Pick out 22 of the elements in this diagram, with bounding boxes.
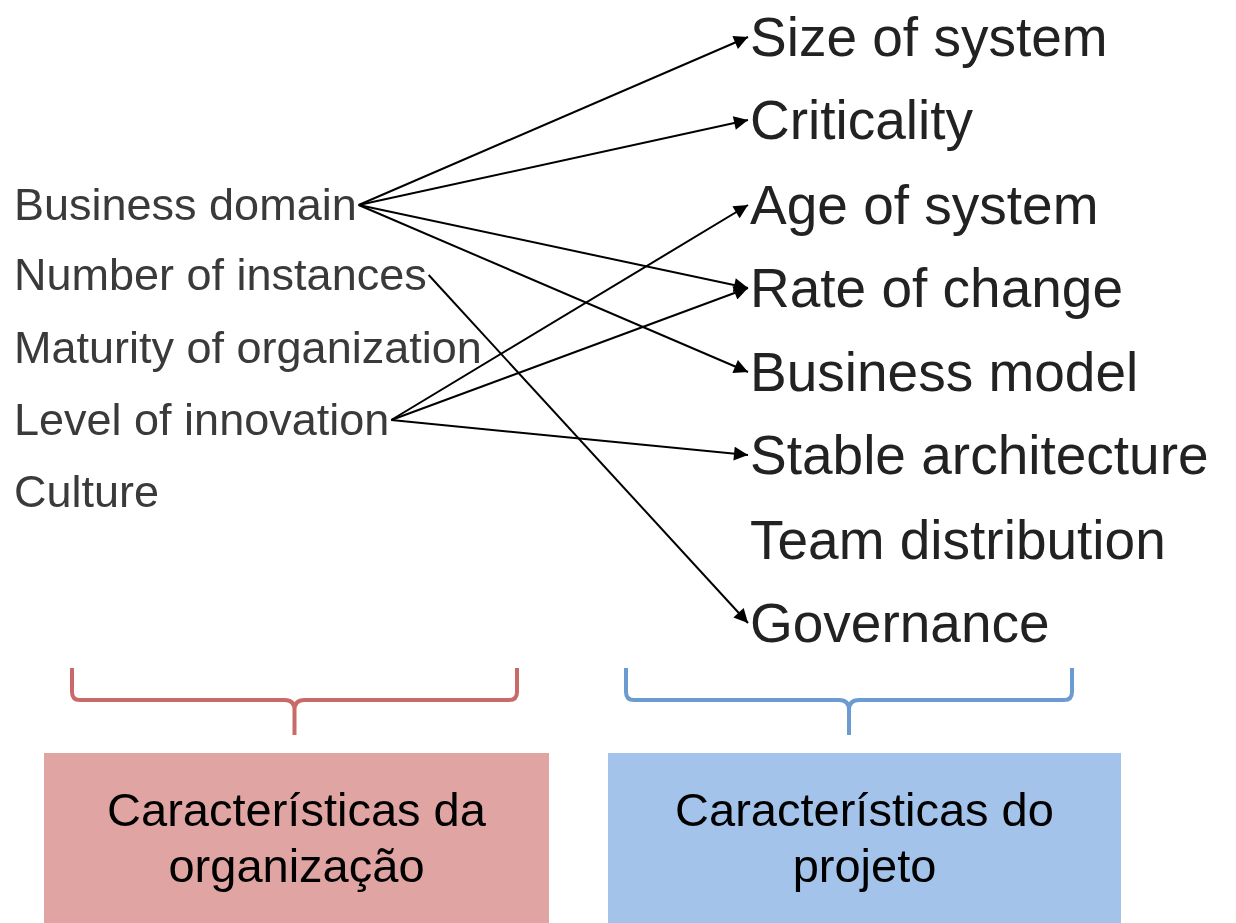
arrow	[390, 204, 749, 421]
item-label: Rate of change	[750, 256, 1124, 320]
category-box: Características da organização	[44, 752, 549, 923]
item-label: Number of instances	[14, 248, 427, 302]
category-box: Características do projeto	[608, 752, 1121, 923]
item-label: Level of innovation	[14, 393, 390, 447]
arrow	[357, 204, 749, 292]
item-label: Maturity of organization	[14, 321, 482, 375]
arrow	[357, 204, 749, 373]
item-label: Governance	[750, 591, 1050, 655]
item-label: Business model	[750, 340, 1139, 404]
item-label: Business domain	[14, 178, 357, 232]
arrow	[427, 274, 749, 624]
arrow	[390, 286, 749, 421]
item-label: Size of system	[750, 5, 1108, 69]
item-label: Criticality	[750, 88, 974, 152]
arrow	[357, 36, 749, 206]
item-label: Culture	[14, 465, 160, 519]
arrow	[390, 419, 749, 461]
item-label: Age of system	[750, 173, 1099, 237]
item-label: Team distribution	[750, 508, 1166, 572]
item-label: Stable architecture	[750, 423, 1209, 487]
